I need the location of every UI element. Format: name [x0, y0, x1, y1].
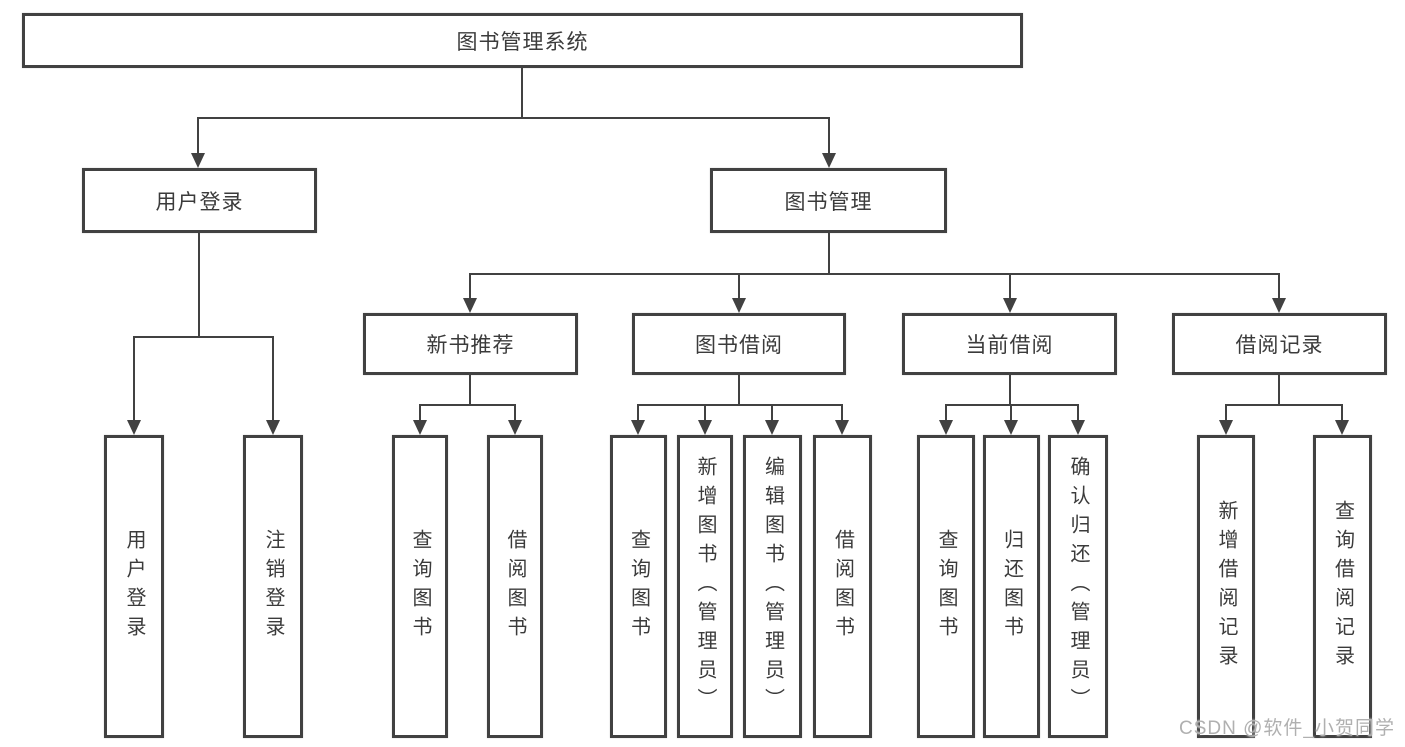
arrowhead: [191, 153, 205, 168]
connector-line: [1225, 404, 1227, 422]
leaf-label: 编辑图书（管理员）: [761, 456, 784, 717]
connector-line: [419, 404, 421, 422]
connector-line: [945, 404, 947, 422]
leaf-current-confirm-return-admin: 确认归还（管理员）: [1048, 435, 1108, 738]
leaf-logout: 注销登录: [243, 435, 303, 738]
leaf-label: 查询图书: [409, 528, 431, 645]
leaf-label: 新增借阅记录: [1215, 499, 1237, 674]
connector-line: [469, 273, 471, 300]
leaf-records-add-record: 新增借阅记录: [1197, 435, 1255, 738]
leaf-label: 新增图书（管理员）: [694, 456, 716, 717]
connector-bar: [133, 336, 274, 338]
node-label: 用户登录: [155, 190, 244, 214]
connector-line: [272, 336, 274, 422]
connector-bar: [1225, 404, 1343, 406]
arrowhead: [822, 153, 836, 168]
leaf-user-login: 用户登录: [104, 435, 164, 738]
connector-line: [704, 404, 706, 422]
leaf-label: 借阅图书: [504, 528, 526, 645]
connector-line: [828, 117, 830, 155]
leaf-recommend-borrow-books: 借阅图书: [487, 435, 543, 738]
connector-line: [841, 404, 843, 422]
connector-trunk: [521, 68, 523, 119]
node-label: 图书管理: [784, 190, 873, 214]
arrowhead: [732, 298, 746, 313]
arrowhead: [1272, 298, 1286, 313]
connector-line: [1341, 404, 1343, 422]
arrowhead: [127, 420, 141, 435]
node-label: 当前借阅: [965, 334, 1054, 357]
connector-line: [1077, 404, 1079, 422]
arrowhead: [631, 420, 645, 435]
leaf-label: 查询图书: [627, 528, 650, 645]
arrowhead: [765, 420, 779, 435]
connector-line: [514, 404, 516, 422]
leaf-label: 确认归还（管理员）: [1067, 456, 1089, 717]
connector-line: [738, 273, 740, 300]
node-book-management: 图书管理: [710, 168, 947, 233]
leaf-label: 查询借阅记录: [1331, 499, 1354, 674]
leaf-label: 借阅图书: [831, 528, 854, 645]
arrowhead: [508, 420, 522, 435]
arrowhead: [1004, 420, 1018, 435]
connector-line: [637, 404, 639, 422]
arrowhead: [835, 420, 849, 435]
leaf-label: 用户登录: [123, 528, 145, 645]
connector-line: [1009, 273, 1011, 300]
connector-line: [198, 233, 200, 338]
connector-line: [197, 117, 199, 155]
connector-level2-bar: [197, 117, 830, 119]
node-library-management-system: 图书管理系统: [22, 13, 1023, 68]
leaf-current-query-books: 查询图书: [917, 435, 975, 738]
node-borrowing-records: 借阅记录: [1172, 313, 1387, 375]
arrowhead: [413, 420, 427, 435]
leaf-recommend-query-books: 查询图书: [392, 435, 448, 738]
arrowhead: [266, 420, 280, 435]
node-book-borrowing: 图书借阅: [632, 313, 846, 375]
node-label: 图书借阅: [695, 334, 783, 357]
node-label: 借阅记录: [1235, 334, 1324, 357]
node-user-login: 用户登录: [82, 168, 317, 233]
connector-level3-bar: [469, 273, 1280, 275]
leaf-borrow-borrow-books: 借阅图书: [813, 435, 872, 738]
node-label: 图书管理系统: [456, 30, 589, 54]
leaf-label: 注销登录: [262, 528, 284, 645]
leaf-label: 查询图书: [935, 528, 957, 645]
arrowhead: [698, 420, 712, 435]
connector-line: [771, 404, 773, 422]
node-label: 新书推荐: [426, 334, 515, 357]
arrowhead: [1219, 420, 1233, 435]
leaf-current-return-books: 归还图书: [983, 435, 1040, 738]
connector-line: [1010, 404, 1012, 422]
connector-line: [1278, 273, 1280, 300]
leaf-label: 归还图书: [1000, 528, 1023, 645]
connector-bar: [637, 404, 843, 406]
connector-line: [469, 375, 471, 406]
leaf-borrow-query-books: 查询图书: [610, 435, 667, 738]
arrowhead: [939, 420, 953, 435]
node-current-borrowing: 当前借阅: [902, 313, 1117, 375]
connector-bar: [419, 404, 516, 406]
arrowhead: [1071, 420, 1085, 435]
connector-line: [133, 336, 135, 422]
arrowhead: [1003, 298, 1017, 313]
connector-line: [1009, 375, 1011, 406]
node-new-book-recommendation: 新书推荐: [363, 313, 578, 375]
csdn-watermark: CSDN @软件_小贺同学: [1179, 718, 1395, 739]
connector-line: [738, 375, 740, 406]
leaf-records-query-record: 查询借阅记录: [1313, 435, 1372, 738]
leaf-borrow-edit-books-admin: 编辑图书（管理员）: [743, 435, 802, 738]
arrowhead: [463, 298, 477, 313]
connector-line: [1278, 375, 1280, 406]
leaf-borrow-add-books-admin: 新增图书（管理员）: [677, 435, 733, 738]
connector-line: [828, 233, 830, 275]
connector-bar: [945, 404, 1079, 406]
arrowhead: [1335, 420, 1349, 435]
